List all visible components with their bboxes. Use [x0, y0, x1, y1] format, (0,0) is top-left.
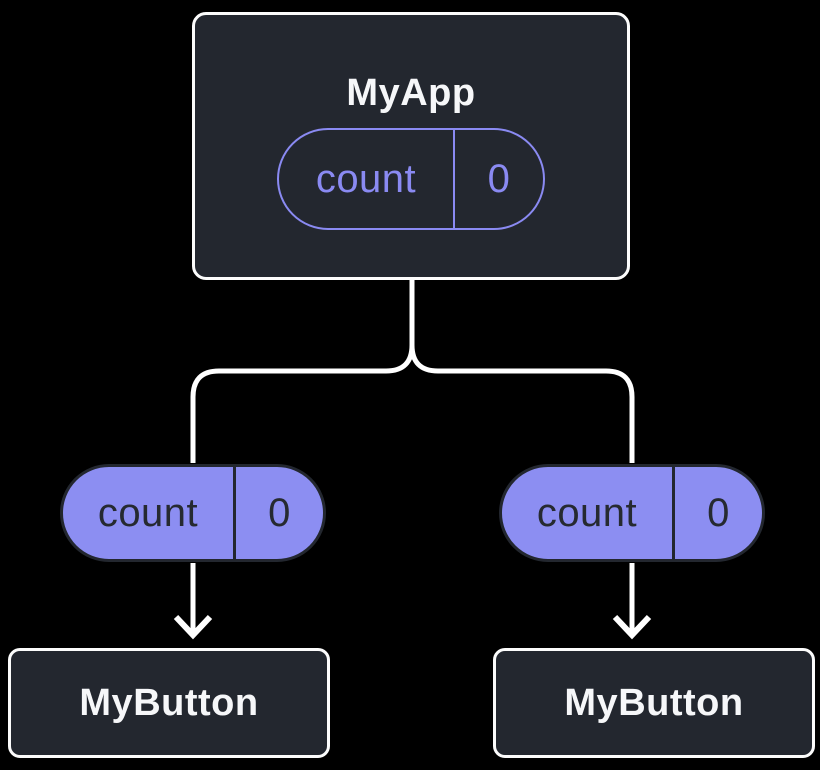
child-node-right-mybutton: MyButton	[493, 648, 815, 758]
prop-pill-right-label: count	[502, 467, 675, 559]
root-node-title: MyApp	[346, 72, 476, 114]
prop-pill-left: count 0	[60, 464, 326, 562]
connector-left-branch	[190, 278, 415, 463]
arrow-left-head	[173, 614, 213, 640]
prop-pill-left-value: 0	[268, 490, 291, 535]
prop-pill-right-value: 0	[707, 490, 730, 535]
root-node-myapp: MyApp count 0	[192, 12, 630, 280]
child-node-right-title: MyButton	[564, 682, 744, 724]
prop-pill-right: count 0	[499, 464, 765, 562]
state-pill-label: count	[279, 130, 455, 228]
prop-pill-left-label: count	[63, 467, 236, 559]
arrow-right-head	[612, 614, 652, 640]
child-node-left-mybutton: MyButton	[8, 648, 330, 758]
connector-right-branch	[409, 278, 635, 463]
child-node-left-title: MyButton	[79, 682, 259, 724]
state-pill-value: 0	[487, 156, 511, 201]
state-pill: count 0	[277, 128, 545, 230]
